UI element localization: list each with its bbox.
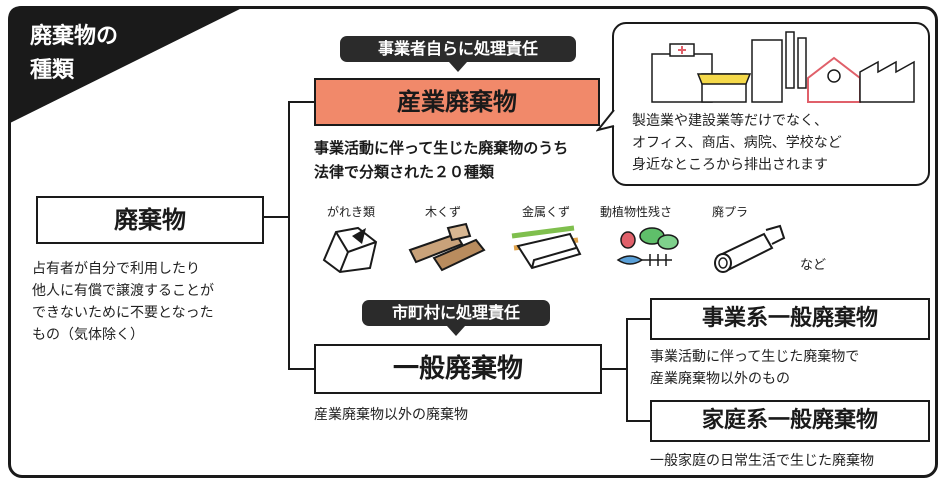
general-waste-box: 一般廃棄物 bbox=[314, 344, 602, 394]
category-label-rubble: がれき類 bbox=[326, 205, 375, 219]
industrial-description-line: 事業活動に伴って生じた廃棄物のうち bbox=[314, 139, 569, 157]
categories-etc: など bbox=[800, 258, 827, 273]
general-description: 産業廃棄物以外の廃棄物 bbox=[314, 407, 468, 423]
industrial-waste-box: 産業廃棄物 bbox=[314, 78, 600, 126]
town-buildings-icon bbox=[651, 31, 915, 103]
corner-title-line2: 種類 bbox=[30, 58, 75, 83]
industrial-responsibility-badge: 事業者自らに処理責任 bbox=[340, 36, 576, 62]
connector-household bbox=[626, 420, 652, 422]
general-badge-pointer bbox=[447, 326, 465, 336]
category-label-plastic: 廃プラ bbox=[711, 205, 748, 219]
connector-waste bbox=[262, 216, 290, 218]
bubble-text-line: 製造業や建設業等だけでなく、 bbox=[632, 113, 828, 129]
connector-general bbox=[288, 368, 316, 370]
business-description-line: 産業廃棄物以外のもの bbox=[650, 371, 790, 387]
connector-trunk bbox=[288, 101, 290, 369]
waste-box: 廃棄物 bbox=[36, 196, 264, 244]
waste-definition-line: 他人に有償で譲渡することが bbox=[32, 283, 214, 299]
corner-title: 廃棄物の 種類 bbox=[30, 20, 118, 88]
metal-scraps-icon bbox=[511, 225, 582, 270]
waste-definition-line: できないために不要となった bbox=[32, 305, 214, 321]
industrial-description-line: 法律で分類された２０種類 bbox=[314, 163, 495, 181]
household-general-description: 一般家庭の日常生活で生じた廃棄物 bbox=[650, 453, 874, 469]
industrial-badge-pointer bbox=[449, 62, 467, 72]
bubble-text: 製造業や建設業等だけでなく、 オフィス、商店、病院、学校など 身近なところから排… bbox=[632, 110, 924, 176]
business-general-waste-box: 事業系一般廃棄物 bbox=[650, 298, 930, 340]
rubble-icon bbox=[322, 226, 378, 274]
connector-business bbox=[626, 318, 652, 320]
category-label-residue: 動植物性残さ bbox=[599, 205, 672, 219]
household-general-waste-box: 家庭系一般廃棄物 bbox=[650, 400, 930, 442]
connector-sub-trunk bbox=[626, 318, 628, 422]
connector-industrial bbox=[288, 101, 316, 103]
waste-definition: 占有者が自分で利用したり 他人に有償で譲渡することが できないために不要となった… bbox=[32, 258, 282, 346]
wood-scraps-icon bbox=[408, 222, 486, 272]
bubble-text-line: 身近なところから排出されます bbox=[632, 157, 828, 173]
business-general-description: 事業活動に伴って生じた廃棄物で 産業廃棄物以外のもの bbox=[650, 346, 934, 390]
waste-definition-line: 占有者が自分で利用したり bbox=[32, 261, 200, 277]
general-responsibility-badge: 市町村に処理責任 bbox=[362, 300, 550, 326]
industrial-description: 事業活動に伴って生じた廃棄物のうち 法律で分類された２０種類 bbox=[314, 136, 614, 184]
bubble-tail bbox=[596, 109, 615, 132]
waste-plastic-icon bbox=[714, 224, 786, 273]
business-description-line: 事業活動に伴って生じた廃棄物で bbox=[650, 349, 860, 365]
category-label-metal: 金属くず bbox=[521, 205, 570, 219]
bubble-text-line: オフィス、商店、病院、学校など bbox=[632, 135, 842, 151]
category-label-wood: 木くず bbox=[424, 205, 461, 219]
plant-animal-residue-icon bbox=[616, 227, 679, 266]
connector-general-out bbox=[600, 368, 628, 370]
corner-banner bbox=[8, 6, 246, 124]
corner-title-line1: 廃棄物の bbox=[30, 24, 119, 49]
waste-definition-line: もの（気体除く） bbox=[32, 327, 144, 343]
